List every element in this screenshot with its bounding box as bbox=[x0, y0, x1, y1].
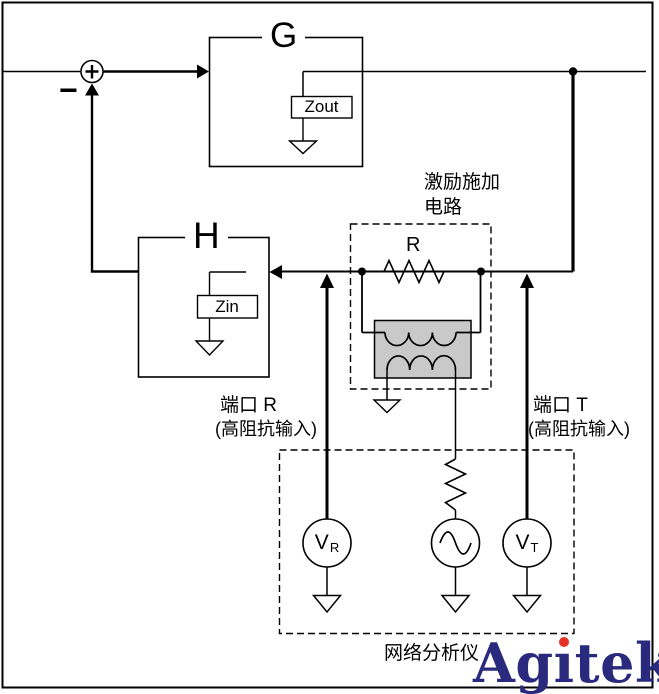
vt-symbol: V bbox=[515, 531, 530, 554]
excitation-dashed-box bbox=[349, 223, 492, 390]
ground-icon bbox=[287, 140, 319, 155]
primary-winding bbox=[384, 332, 457, 347]
vr-symbol: V bbox=[314, 531, 329, 554]
h-block-label: H bbox=[185, 217, 228, 254]
logo-letter-i: ı bbox=[553, 631, 575, 694]
port-r-probe bbox=[320, 273, 334, 520]
arrow-sum-to-g bbox=[103, 64, 209, 79]
feedback-path bbox=[85, 83, 139, 273]
ground-icon bbox=[311, 594, 343, 614]
transformer-core-box bbox=[373, 319, 472, 379]
ground-icon bbox=[372, 399, 402, 414]
port-t-desc: (高阻抗输入) bbox=[528, 419, 630, 439]
logo-red-dot-icon bbox=[559, 637, 570, 647]
vr-meter bbox=[302, 518, 352, 614]
port-t-probe bbox=[520, 273, 534, 520]
ground-icon bbox=[440, 594, 471, 614]
logo-text-pre: Ag bbox=[473, 631, 554, 694]
network-analyzer-dashed-box bbox=[278, 449, 575, 635]
summing-junction bbox=[80, 59, 104, 84]
arrow-into-h bbox=[269, 265, 573, 279]
arrow-up-icon bbox=[85, 83, 99, 96]
zin-network bbox=[194, 271, 259, 357]
g-block-label: G bbox=[262, 18, 306, 53]
ground-icon bbox=[511, 594, 543, 614]
vt-meter bbox=[502, 518, 552, 614]
injection-transformer bbox=[361, 271, 482, 459]
zout-box bbox=[290, 95, 353, 119]
excitation-title-line2: 电路 bbox=[424, 197, 463, 218]
sine-wave-icon bbox=[439, 531, 472, 555]
ground-icon bbox=[194, 340, 225, 357]
arrow-up-icon bbox=[320, 273, 334, 288]
zout-label: Zout bbox=[304, 97, 339, 116]
network-analyzer-label: 网络分析仪 bbox=[384, 643, 480, 664]
excitation-title-line1: 激励施加 bbox=[424, 172, 501, 193]
zin-label: Zin bbox=[215, 296, 239, 316]
excitation-title: 激励施加 电路 bbox=[424, 170, 500, 220]
secondary-winding bbox=[386, 354, 457, 371]
source-resistor bbox=[443, 458, 468, 511]
source-branch bbox=[430, 458, 481, 614]
vr-subscript: R bbox=[329, 540, 340, 555]
zout-network bbox=[287, 70, 363, 155]
resistor-r bbox=[358, 258, 485, 285]
resistor-r-label: R bbox=[406, 234, 421, 256]
plus-sign-icon bbox=[85, 65, 99, 79]
port-r-desc: (高阻抗输入) bbox=[215, 419, 317, 439]
vt-subscript: T bbox=[530, 540, 539, 555]
zin-box bbox=[196, 294, 259, 319]
logo-text-post: tek bbox=[574, 631, 659, 694]
port-r-name: 端口 R bbox=[220, 395, 278, 416]
minus-sign: − bbox=[59, 72, 78, 108]
port-t-name: 端口 T bbox=[533, 395, 588, 416]
arrow-up-icon bbox=[520, 273, 534, 288]
